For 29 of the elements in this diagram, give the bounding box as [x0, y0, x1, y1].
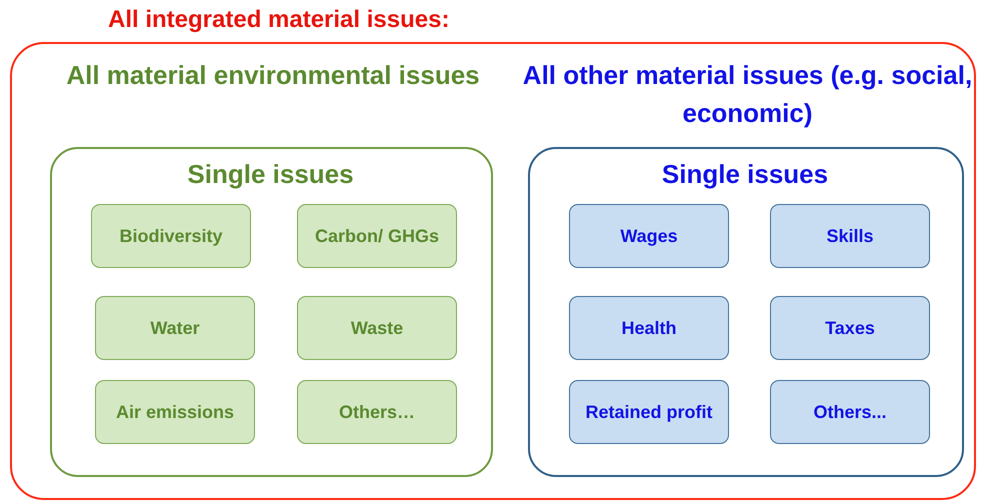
issue-box — [569, 380, 729, 444]
issue-box — [297, 204, 457, 268]
subheading: Single issues — [186, 158, 355, 190]
issue-label: Water — [150, 317, 200, 340]
issue-label: Carbon/ GHGs — [314, 225, 439, 248]
issue-label: Others… — [338, 401, 416, 424]
issue-label: Others... — [813, 401, 887, 424]
issue-box — [770, 380, 930, 444]
issue-box — [95, 296, 255, 360]
issue-label: Waste — [350, 317, 404, 340]
heading: All integrated material issues: — [108, 6, 450, 34]
subheading: Single issues — [660, 158, 830, 190]
issue-label: Wages — [620, 225, 678, 248]
issue-box — [297, 296, 457, 360]
issue-label: Biodiversity — [119, 225, 223, 248]
issue-box — [569, 204, 729, 268]
issue-box — [569, 296, 729, 360]
issue-box — [770, 296, 930, 360]
issue-box — [95, 380, 255, 444]
heading: All other material issues (e.g. social, economic) — [522, 58, 974, 130]
issue-label: Health — [621, 317, 676, 340]
issue-label: Retained profit — [585, 401, 712, 424]
issue-label: Air emissions — [116, 401, 234, 424]
issue-box — [770, 204, 930, 268]
issue-label: Taxes — [825, 317, 875, 340]
heading: All material environmental issues — [65, 58, 481, 92]
issue-label: Skills — [826, 225, 874, 248]
issue-box — [91, 204, 251, 268]
issue-box — [297, 380, 457, 444]
